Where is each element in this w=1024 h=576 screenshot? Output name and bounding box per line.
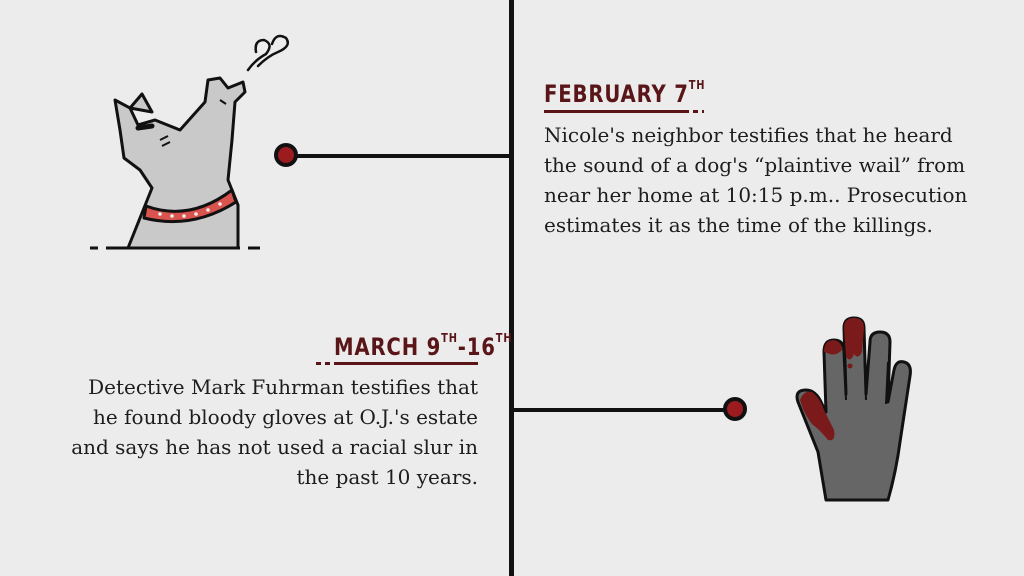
date-underline-march <box>334 362 478 365</box>
event-description-feb: Nicole's neighbor testifies that he hear… <box>544 123 968 237</box>
date-underline-dots-march <box>316 362 334 365</box>
event-date-march: MARCH 9TH-16TH <box>334 331 513 361</box>
connector-feb <box>292 154 512 158</box>
event-description-march: Detective Mark Fuhrman testifies that he… <box>71 375 478 489</box>
timeline-axis <box>509 0 514 576</box>
connector-march <box>512 408 734 412</box>
date-underline-dots-feb <box>684 110 704 113</box>
timeline-node-feb <box>274 143 298 167</box>
date-underline-feb <box>544 110 684 113</box>
event-date-feb: FEBRUARY 7TH <box>544 78 706 108</box>
timeline-node-march <box>723 397 747 421</box>
dog-icon <box>90 34 289 250</box>
bloody-glove-icon <box>795 316 912 502</box>
